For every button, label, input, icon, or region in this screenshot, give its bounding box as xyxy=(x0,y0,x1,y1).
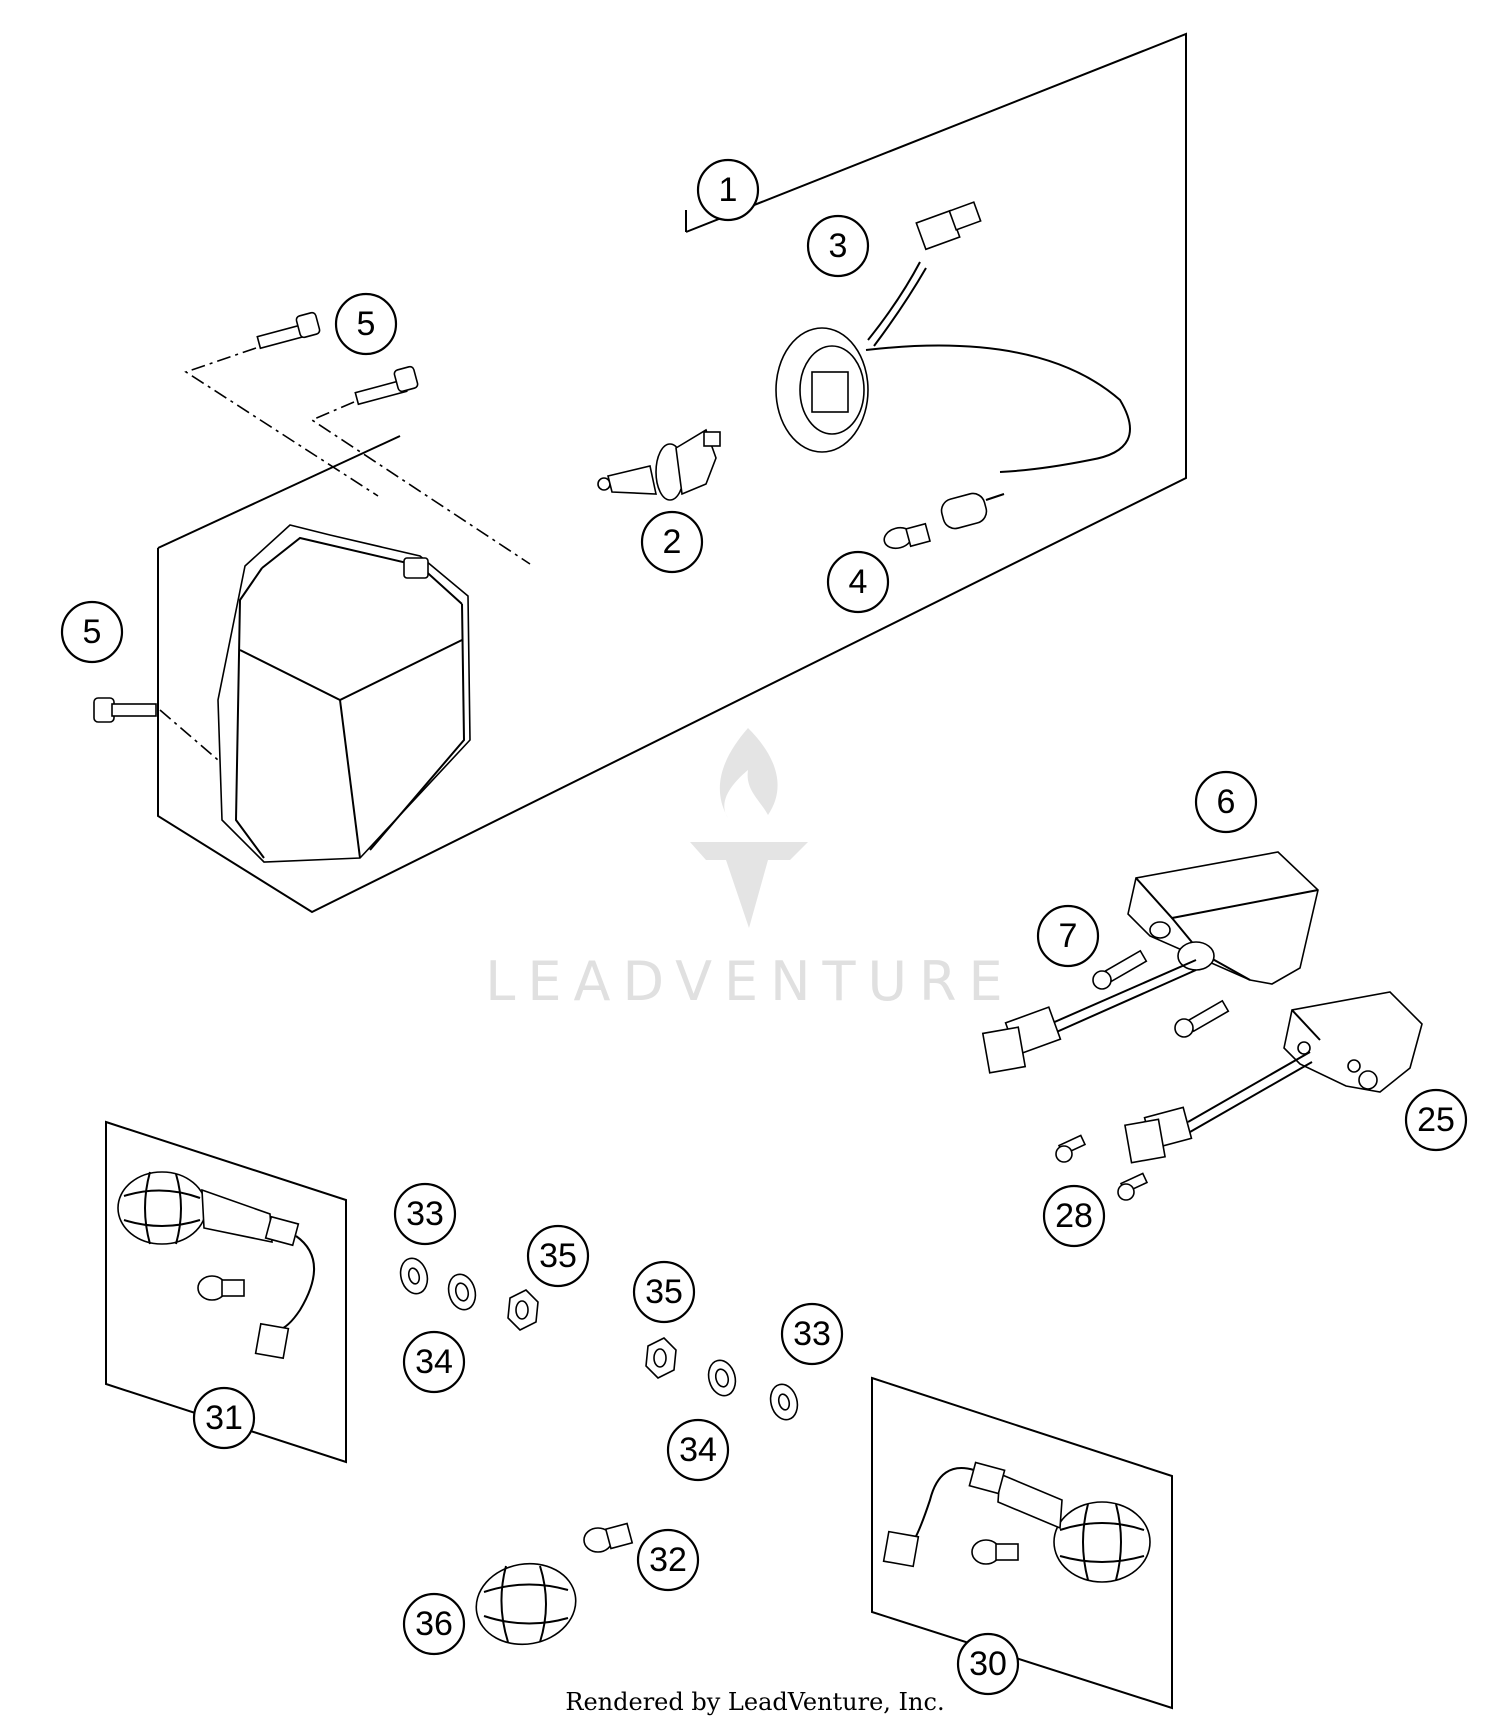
callout-35b-label: 35 xyxy=(645,1273,683,1311)
callout-31-label: 31 xyxy=(205,1399,243,1437)
callout-4-label: 4 xyxy=(849,563,868,601)
headlight-housing xyxy=(217,524,471,863)
nut-right xyxy=(645,1337,677,1379)
callout-1-label: 1 xyxy=(719,171,738,209)
callout-35a: 35 xyxy=(526,1224,590,1288)
lock-washer-right xyxy=(707,1359,737,1397)
tail-light xyxy=(1127,851,1319,985)
callout-3-label: 3 xyxy=(829,227,848,265)
headlight-bolt-upper-1 xyxy=(256,311,321,350)
callout-6-label: 6 xyxy=(1217,783,1236,821)
callout-25-label: 25 xyxy=(1417,1101,1455,1139)
callout-4: 4 xyxy=(826,550,890,614)
callout-35b: 35 xyxy=(632,1260,696,1324)
callout-6: 6 xyxy=(1194,770,1258,834)
tail-light-screws xyxy=(1092,949,1230,1038)
callout-34b-label: 34 xyxy=(679,1431,717,1469)
turn-signal-bulb xyxy=(583,1522,634,1553)
callout-7-label: 7 xyxy=(1059,917,1078,955)
callout-5b-label: 5 xyxy=(83,613,102,651)
callout-32: 32 xyxy=(636,1528,700,1592)
callout-36: 36 xyxy=(402,1592,466,1656)
callout-31: 31 xyxy=(192,1386,256,1450)
turn-signal-right xyxy=(882,1461,1151,1583)
callout-5a: 5 xyxy=(334,292,398,356)
callout-30-label: 30 xyxy=(969,1645,1007,1683)
callout-33a-label: 33 xyxy=(406,1195,444,1233)
callout-5b: 5 xyxy=(60,600,124,664)
callout-34a-label: 34 xyxy=(415,1343,453,1381)
headlight-group-frame xyxy=(157,32,1187,914)
footer-credit: Rendered by LeadVenture, Inc. xyxy=(565,1688,944,1716)
bolt-leader-lines xyxy=(159,347,531,761)
callout-35a-label: 35 xyxy=(539,1237,577,1275)
callout-32-label: 32 xyxy=(649,1541,687,1579)
license-plate-light xyxy=(1124,991,1423,1164)
tail-light-cable xyxy=(981,959,1197,1074)
callout-30: 30 xyxy=(956,1632,1020,1696)
callout-2: 2 xyxy=(640,510,704,574)
callout-25: 25 xyxy=(1404,1088,1468,1152)
license-light-screws xyxy=(1055,1134,1149,1201)
callout-2-label: 2 xyxy=(663,523,682,561)
callout-33a: 33 xyxy=(393,1182,457,1246)
leadventure-watermark: LEADVENTURE xyxy=(485,728,1014,1013)
headlight-bolt-side xyxy=(93,697,157,723)
callout-33b-label: 33 xyxy=(793,1315,831,1353)
headlight-bolt-upper-2 xyxy=(354,365,419,406)
callout-36-label: 36 xyxy=(415,1605,453,1643)
bulb-socket-harness xyxy=(775,201,1131,473)
parking-light-bulb xyxy=(883,492,1005,550)
callout-1: 1 xyxy=(696,158,760,222)
callout-28-label: 28 xyxy=(1055,1197,1093,1235)
headlight-bulb xyxy=(597,428,721,501)
washer-right xyxy=(769,1383,799,1421)
lock-washer-left xyxy=(447,1273,477,1311)
callout-3: 3 xyxy=(806,214,870,278)
callout-34b: 34 xyxy=(666,1418,730,1482)
washer-left xyxy=(399,1257,429,1295)
nut-left xyxy=(507,1289,539,1331)
turn-signal-left xyxy=(117,1171,315,1360)
callout-5a-label: 5 xyxy=(357,305,376,343)
callout-34a: 34 xyxy=(402,1330,466,1394)
callout-7: 7 xyxy=(1036,904,1100,968)
callout-33b: 33 xyxy=(780,1302,844,1366)
callout-28: 28 xyxy=(1042,1184,1106,1248)
watermark-text: LEADVENTURE xyxy=(485,950,1014,1013)
turn-signal-lens xyxy=(475,1562,577,1646)
